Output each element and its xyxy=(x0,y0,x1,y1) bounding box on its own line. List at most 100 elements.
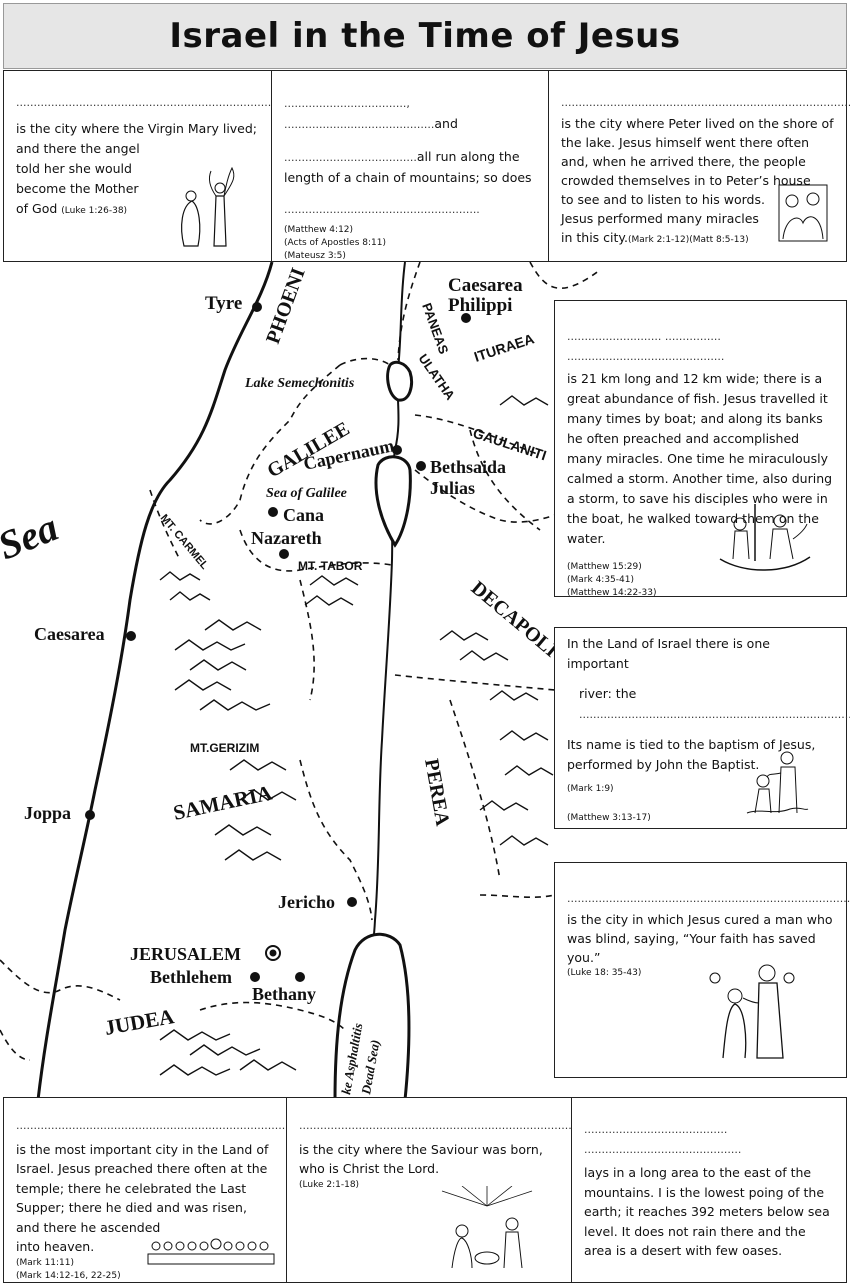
nazareth-text4: of God xyxy=(16,201,58,216)
label-decapolis: DECAPOLI xyxy=(467,577,562,662)
blind-man-picture xyxy=(709,964,795,1059)
bethlehem-text: is the city where the Saviour was born, … xyxy=(299,1141,543,1177)
label-paneas: PANEAS xyxy=(419,301,451,356)
box-jerusalem: ........................................… xyxy=(3,1097,334,1283)
label-joppa: Joppa xyxy=(24,803,71,823)
deadsea-text: lays in a long area to the east of the m… xyxy=(584,1165,830,1258)
jerusalem-text: is the most important city in the Land o… xyxy=(16,1141,269,1235)
label-perea: PEREA xyxy=(420,757,454,828)
capernaum-dot xyxy=(392,445,402,455)
box-lake: ........................... ............… xyxy=(554,300,847,598)
nazareth-blank: ........................................… xyxy=(16,96,331,109)
label-jericho: Jericho xyxy=(278,892,335,912)
capernaum-text4: in this city. xyxy=(561,230,628,245)
label-caesarea-philippi-1: Caesarea xyxy=(448,275,523,296)
label-mt-tabor: MT. TABOR xyxy=(298,559,363,573)
title-bar: Israel in the Time of Jesus xyxy=(3,3,847,69)
lake-ref-2: (Mark 4:35-41) xyxy=(567,575,634,585)
nativity-picture xyxy=(441,1186,533,1269)
label-lake-semechonitis: Lake Semechonitis xyxy=(244,376,355,391)
bethsaida-dot xyxy=(416,461,426,471)
boat-picture xyxy=(719,504,811,571)
capernaum-text: is the city where Peter lived on the sho… xyxy=(561,116,834,188)
label-phoenicia: PHOENI xyxy=(262,265,310,347)
label-cana: Cana xyxy=(283,505,324,525)
label-sea-of-galilee: Sea of Galilee xyxy=(266,486,347,501)
nazareth-text1: is the city where the Virgin Mary lived;… xyxy=(16,121,258,156)
capernaum-ref: (Mark 2:1-12)(Matt 8:5-13) xyxy=(628,235,749,245)
jericho-ref: (Luke 18: 35-43) xyxy=(567,968,642,978)
tyre-dot xyxy=(252,302,262,312)
label-bethsaida: Bethsaida xyxy=(430,457,506,477)
label-ituraea: ITURAEA xyxy=(472,330,536,364)
jordan-text1: In the Land of Israel there is one impor… xyxy=(567,636,770,671)
jerusalem-ref-1: (Mark 11:11) xyxy=(16,1257,75,1268)
baptism-picture xyxy=(746,751,809,814)
label-bethany: Bethany xyxy=(252,984,316,1004)
rivers-line1-blank: ..................................., ...… xyxy=(284,97,435,131)
nazareth-text3: become the Mother xyxy=(16,181,139,196)
label-jerusalem: JERUSALEM xyxy=(130,944,241,964)
jordan-blank: ........................................… xyxy=(579,708,850,721)
box-deadsea: ........................................… xyxy=(571,1097,847,1283)
box-capernaum: ........................................… xyxy=(548,70,850,262)
jericho-text: is the city in which Jesus cured a man w… xyxy=(567,912,833,965)
lake-ref-1: (Matthew 15:29) xyxy=(567,562,642,572)
jerusalem-dot xyxy=(269,949,277,957)
caesarea-dot xyxy=(126,631,136,641)
label-judea: JUDEA xyxy=(103,1004,177,1040)
bethany-dot xyxy=(295,972,305,982)
caesarea-philippi-dot xyxy=(461,313,471,323)
jordan-ref-2: (Matthew 3:13-17) xyxy=(567,813,651,823)
lake-semechonitis-shape xyxy=(386,360,413,402)
rivers-line2-text: all run along the length of a chain of m… xyxy=(284,149,532,185)
page-title: Israel in the Time of Jesus xyxy=(169,16,681,56)
box-jordan: In the Land of Israel there is one impor… xyxy=(554,627,850,829)
label-tyre: Tyre xyxy=(205,293,242,314)
sea-of-galilee-shape xyxy=(374,455,412,548)
bethlehem-ref: (Luke 2:1-18) xyxy=(299,1179,360,1190)
label-julias: Julias xyxy=(430,478,475,498)
capernaum-text2: to see and to listen to his words. xyxy=(561,192,765,207)
label-caesarea: Caesarea xyxy=(34,624,105,644)
label-nazareth: Nazareth xyxy=(251,528,322,548)
capernaum-blank: ........................................… xyxy=(561,96,850,109)
jericho-blank: ........................................… xyxy=(567,892,850,905)
rivers-line2-blank: ...................................... xyxy=(284,151,417,164)
label-mt-carmel: MT. CARMEL xyxy=(158,512,211,572)
rivers-ref-3: (Mateusz 3:5) xyxy=(284,251,346,261)
cana-dot xyxy=(268,507,278,517)
jordan-text3: Its name is tied to the baptism of Jesus… xyxy=(567,737,816,772)
label-bethlehem: Bethlehem xyxy=(150,967,232,987)
lake-text: is 21 km long and 12 km wide; there is a… xyxy=(567,371,833,546)
peter-house-picture xyxy=(778,184,828,242)
joppa-dot xyxy=(85,810,95,820)
bethlehem-dot xyxy=(250,972,260,982)
jerusalem-text2: into heaven. xyxy=(16,1239,95,1254)
label-mt-gerizim: MT.GERIZIM xyxy=(190,741,259,755)
last-supper-picture xyxy=(147,1238,275,1265)
jericho-dot xyxy=(347,897,357,907)
bethlehem-blank: ........................................… xyxy=(299,1119,618,1132)
rivers-ref-2: (Acts of Apostles 8:11) xyxy=(284,238,386,248)
nazareth-text2: told her she would xyxy=(16,161,132,176)
box-bethlehem: ........................................… xyxy=(286,1097,618,1283)
box-nazareth: ........................................… xyxy=(3,70,331,262)
label-sea: Sea xyxy=(0,504,64,568)
jerusalem-ref-2: (Mark 14:12-16, 22-25) xyxy=(16,1270,121,1281)
annunciation-picture xyxy=(181,166,235,247)
capernaum-text3: Jesus performed many miracles xyxy=(561,211,759,226)
rivers-line1-and: and xyxy=(434,116,458,131)
rivers-ref-1: (Matthew 4:12) xyxy=(284,225,354,235)
label-caesarea-philippi-2: Philippi xyxy=(448,295,512,316)
nazareth-ref: (Luke 1:26-38) xyxy=(61,206,128,216)
box-rivers: ..................................., ...… xyxy=(271,70,549,262)
jordan-ref-1: (Mark 1:9) xyxy=(567,784,614,794)
dead-sea-shape xyxy=(333,932,411,1102)
label-samaria: SAMARIA xyxy=(171,780,275,825)
jordan-text2: river: the xyxy=(579,686,637,701)
lake-blank: ........................... ............… xyxy=(567,330,725,363)
rivers-line3-blank: ........................................… xyxy=(284,203,480,216)
deadsea-blank: ........................................… xyxy=(584,1123,742,1156)
